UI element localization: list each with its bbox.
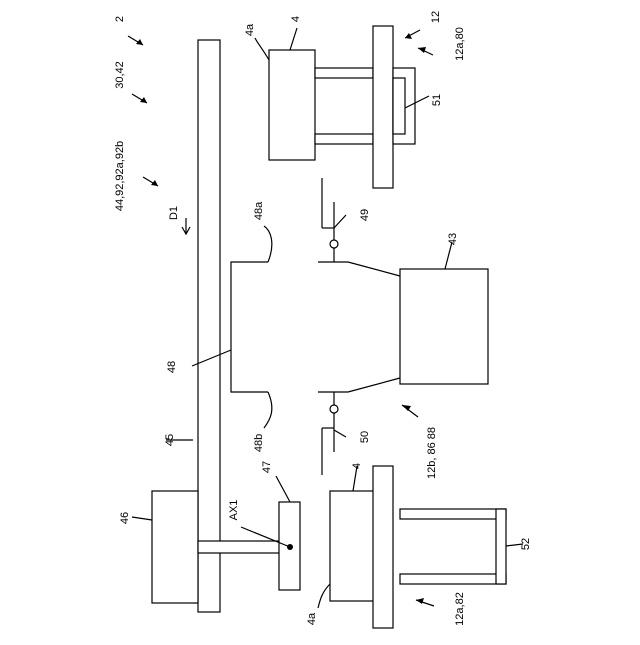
label-12b: 12b, 86 88 (426, 427, 438, 479)
label-4-bottom: 4 (351, 463, 363, 469)
label-45: 45 (164, 434, 176, 446)
label-4a-top: 4a (244, 23, 256, 36)
frame-52-top (400, 509, 506, 519)
leader-49 (334, 215, 346, 228)
link-top-lower (315, 134, 373, 144)
sensor-50-dot (330, 405, 338, 413)
block-4-bottom (330, 491, 376, 601)
label-51: 51 (431, 94, 443, 106)
block-4-top (269, 50, 315, 160)
link-top-upper (315, 68, 373, 78)
leader-47 (276, 476, 290, 502)
label-47: 47 (261, 461, 273, 473)
arrow-12a-82 (416, 598, 434, 606)
label-2: 2 (114, 16, 126, 22)
rail-45 (198, 40, 220, 612)
label-44-92: 44,92,92a,92b (114, 141, 126, 211)
leader-4-top (290, 28, 297, 50)
plate-12 (373, 26, 393, 188)
block-46 (152, 491, 198, 603)
label-43: 43 (447, 233, 459, 245)
label-49: 49 (359, 209, 371, 221)
arrow-30-42 (132, 94, 147, 103)
label-48b: 48b (253, 434, 265, 452)
label-52: 52 (520, 538, 532, 550)
label-30-42: 30,42 (114, 61, 126, 89)
frame-52-bottom (400, 574, 506, 584)
label-d1: D1 (168, 206, 180, 220)
arrow-12a-80 (418, 47, 433, 55)
label-48: 48 (166, 361, 178, 373)
arrow-d1 (182, 218, 190, 234)
arrow-44-92 (143, 177, 158, 186)
upper-slant (348, 262, 400, 276)
leader-4a-top (255, 38, 269, 60)
label-48a: 48a (253, 201, 265, 220)
lower-slant (348, 378, 400, 392)
label-46: 46 (119, 512, 131, 524)
label-4a-bottom: 4a (306, 612, 318, 625)
leader-50 (334, 430, 346, 437)
label-50: 50 (359, 431, 371, 443)
plate-12a82 (373, 466, 393, 628)
arm-ax1 (198, 541, 290, 553)
sensor-49-dot (330, 240, 338, 248)
label-12a-80: 12a,80 (454, 27, 466, 61)
leader-48a (264, 226, 272, 262)
leader-4a-bottom (318, 584, 330, 608)
label-12: 12 (430, 11, 442, 23)
part-48 (231, 262, 268, 392)
label-ax1: AX1 (228, 500, 240, 521)
label-12a-82: 12a,82 (454, 592, 466, 626)
leader-46 (132, 517, 152, 520)
frame-52-side (496, 509, 506, 584)
arrow-12 (405, 30, 420, 39)
label-4-top: 4 (290, 16, 302, 22)
box-43 (400, 269, 488, 384)
leader-48b (264, 392, 272, 428)
arrow-2 (128, 36, 143, 45)
bracket-51-inner (393, 78, 405, 134)
arrow-12b (402, 405, 418, 417)
